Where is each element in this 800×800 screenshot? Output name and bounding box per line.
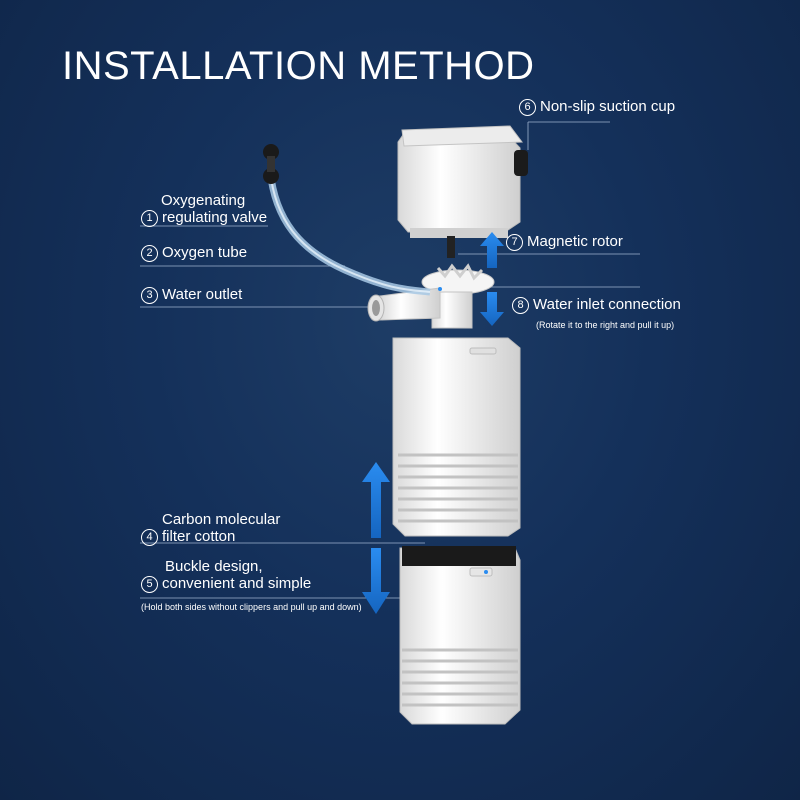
label-text: Magnetic rotor <box>527 233 623 250</box>
label-text: Oxygen tube <box>162 244 247 261</box>
label-text: Buckle design, <box>165 558 263 575</box>
number-badge: 5 <box>141 576 158 593</box>
number-badge: 8 <box>512 297 529 314</box>
upper-filter-cartridge <box>393 338 520 536</box>
label-text: Carbon molecular <box>162 511 280 528</box>
inlet-note: (Rotate it to the right and pull it up) <box>536 320 674 330</box>
label-text: Oxygenating <box>161 192 245 209</box>
rotor-shaft <box>447 236 455 258</box>
label-text: filter cotton <box>162 528 235 545</box>
arrow-up-large <box>362 462 390 538</box>
label-text: Non-slip suction cup <box>540 98 675 115</box>
number-badge: 3 <box>141 287 158 304</box>
arrow-down-small <box>480 292 504 326</box>
buckle-note: (Hold both sides without clippers and pu… <box>141 602 362 612</box>
number-badge: 4 <box>141 529 158 546</box>
number-badge: 6 <box>519 99 536 116</box>
number-badge: 1 <box>141 210 158 227</box>
label-text: convenient and simple <box>162 575 311 592</box>
label-text: regulating valve <box>162 209 267 226</box>
number-badge: 7 <box>506 234 523 251</box>
arrow-down-large <box>362 548 390 614</box>
label-text: Water inlet connection <box>533 296 681 313</box>
lower-filter-cartridge <box>400 546 520 724</box>
number-badge: 2 <box>141 245 158 262</box>
outlet-assembly <box>368 266 494 328</box>
label-text: Water outlet <box>162 286 242 303</box>
pump-housing <box>398 126 528 238</box>
